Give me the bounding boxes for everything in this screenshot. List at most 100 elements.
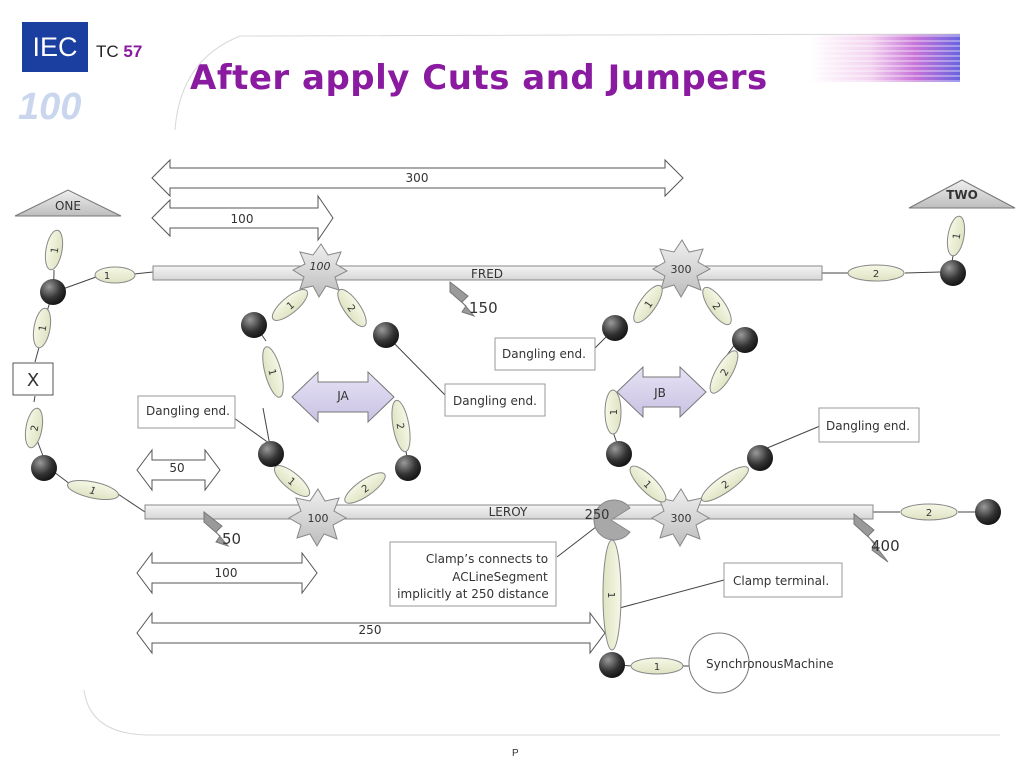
arrow-fred-100: 100 — [151, 194, 334, 242]
node-lr-a-left — [258, 441, 284, 467]
star-fred-300: 300 — [652, 239, 712, 298]
terminal-machine: 1 — [630, 657, 684, 675]
synchronous-machine-label: SynchronousMachine — [706, 657, 834, 671]
callout-dangling-1: Dangling end. — [137, 395, 236, 429]
arrow-fred-300-label: 300 — [406, 171, 429, 185]
terminal-ja-2: 2 — [391, 399, 411, 453]
node-leroy-end — [975, 499, 1001, 525]
line-fred-label: FRED — [471, 267, 503, 281]
arrow-leroy-50-label: 50 — [169, 461, 184, 475]
header-banner-stripes — [810, 34, 960, 82]
star-fred-100: 100 — [291, 243, 349, 298]
terminal-lr-a1: 1 — [273, 465, 311, 497]
terminal-ja-2-label: 2 — [394, 422, 406, 430]
iec-100-logo: 100 — [18, 86, 82, 128]
line-fred: FRED — [152, 265, 823, 281]
callout-dangling-3-text: Dangling end. — [502, 347, 586, 361]
terminal-one-label: 1 — [50, 246, 62, 254]
callout-clamp-line3: implicitly at 250 distance — [397, 587, 549, 601]
substation-one-label: ONE — [55, 199, 81, 213]
terminal-leroy-2-label: 2 — [926, 508, 932, 519]
jumper-ja-label: JA — [336, 389, 349, 403]
terminal-machine-label: 1 — [654, 662, 660, 673]
slide-bottom-border — [83, 689, 1000, 736]
terminal-jb-2-label: 2 — [719, 367, 732, 378]
callout-dangling-2: Dangling end. — [444, 383, 546, 417]
terminal-fred-1: 1 — [94, 266, 136, 284]
terminal-leroy-2: 2 — [900, 503, 958, 521]
callout-clamp-line1: Clamp’s connects to — [426, 552, 548, 566]
terminal-clamp-label: 1 — [605, 592, 616, 598]
node-x-label: X — [27, 370, 39, 391]
terminal-lr-b2: 2 — [701, 466, 749, 502]
iec-logo: IEC — [22, 22, 88, 72]
terminal-fl-b1-label: 1 — [643, 299, 656, 311]
terminal-leroy-1: 1 — [67, 479, 119, 501]
terminal-lr-b1: 1 — [629, 465, 667, 503]
node-x-lower — [31, 455, 57, 481]
terminal-jb-1: 1 — [604, 389, 622, 435]
terminal-ja-1-label: 1 — [265, 368, 277, 377]
terminal-x-2: 2 — [24, 407, 44, 449]
terminal-ja-1: 1 — [262, 346, 284, 398]
jumper-jb-label: JB — [653, 386, 666, 400]
cut-leroy-50: 50 — [203, 510, 241, 548]
node-one — [40, 279, 66, 305]
cut-fred-150-label: 150 — [469, 299, 498, 317]
substation-two-label: TWO — [946, 188, 978, 202]
cut-leroy-400: 400 — [853, 512, 900, 563]
callout-dangling-3: Dangling end. — [494, 337, 596, 371]
arrow-fred-300: 300 — [151, 158, 684, 198]
terminal-fl-a2: 2 — [337, 288, 367, 328]
tc-label: TC 57 — [96, 42, 142, 62]
cut-leroy-50-label: 50 — [222, 530, 241, 548]
node-lr-b-right — [747, 445, 773, 471]
terminal-leroy-1-label: 1 — [88, 485, 97, 497]
synchronous-machine: SynchronousMachine — [688, 632, 834, 694]
callout-clamp-info: Clamp’s connects to ACLineSegment implic… — [389, 541, 557, 607]
callout-clamp-terminal: Clamp terminal. — [723, 562, 843, 598]
substation-one: ONE — [14, 189, 122, 217]
slide-top-border — [174, 33, 961, 131]
terminal-lr-b2-label: 2 — [720, 479, 732, 492]
terminal-fl-b2-label: 2 — [709, 301, 722, 313]
arrow-leroy-250-label: 250 — [359, 623, 382, 637]
arrow-fred-100-label: 100 — [231, 212, 254, 226]
callout-dangling-4-text: Dangling end. — [826, 419, 910, 433]
terminal-lr-a1-label: 1 — [285, 476, 297, 489]
node-machine — [599, 652, 625, 678]
cut-fred-150: 150 — [449, 280, 498, 318]
terminal-fred-2: 2 — [847, 264, 905, 282]
star-fred-300-label: 300 — [671, 263, 692, 276]
terminal-lr-a2-label: 2 — [360, 483, 372, 496]
cut-leroy-400-label: 400 — [871, 537, 900, 555]
terminal-fl-a2-label: 2 — [344, 303, 357, 315]
node-lr-b-left — [606, 441, 632, 467]
star-leroy-100-label: 100 — [308, 512, 329, 525]
node-fl-a-left — [241, 312, 267, 338]
terminal-fl-b2: 2 — [702, 286, 732, 326]
terminal-fred-2-label: 2 — [873, 269, 879, 280]
jumper-ja: JA — [291, 370, 395, 424]
terminal-two: 1 — [946, 215, 966, 257]
terminal-one: 1 — [44, 229, 64, 271]
terminal-two-label: 1 — [952, 232, 964, 240]
callout-dangling-1-text: Dangling end. — [146, 404, 230, 418]
terminal-clamp: 1 — [602, 539, 622, 651]
star-leroy-300: 300 — [651, 488, 711, 547]
page-footer: P — [512, 748, 519, 759]
substation-two: TWO — [908, 179, 1016, 209]
terminal-x-2-label: 2 — [30, 424, 42, 432]
clamp-node: 250 — [585, 499, 631, 541]
callout-dangling-4: Dangling end. — [818, 407, 920, 443]
page-title: After apply Cuts and Jumpers — [190, 58, 768, 98]
terminal-x-1-label: 1 — [38, 324, 50, 332]
terminal-jb-2: 2 — [709, 350, 739, 394]
arrow-leroy-50: 50 — [136, 448, 221, 492]
tc-prefix: TC — [96, 42, 119, 61]
line-leroy-label: LEROY — [489, 505, 528, 519]
tc-number: 57 — [123, 42, 143, 61]
callout-clamp-line2: ACLineSegment — [452, 570, 548, 584]
terminal-fl-b1: 1 — [633, 284, 663, 324]
